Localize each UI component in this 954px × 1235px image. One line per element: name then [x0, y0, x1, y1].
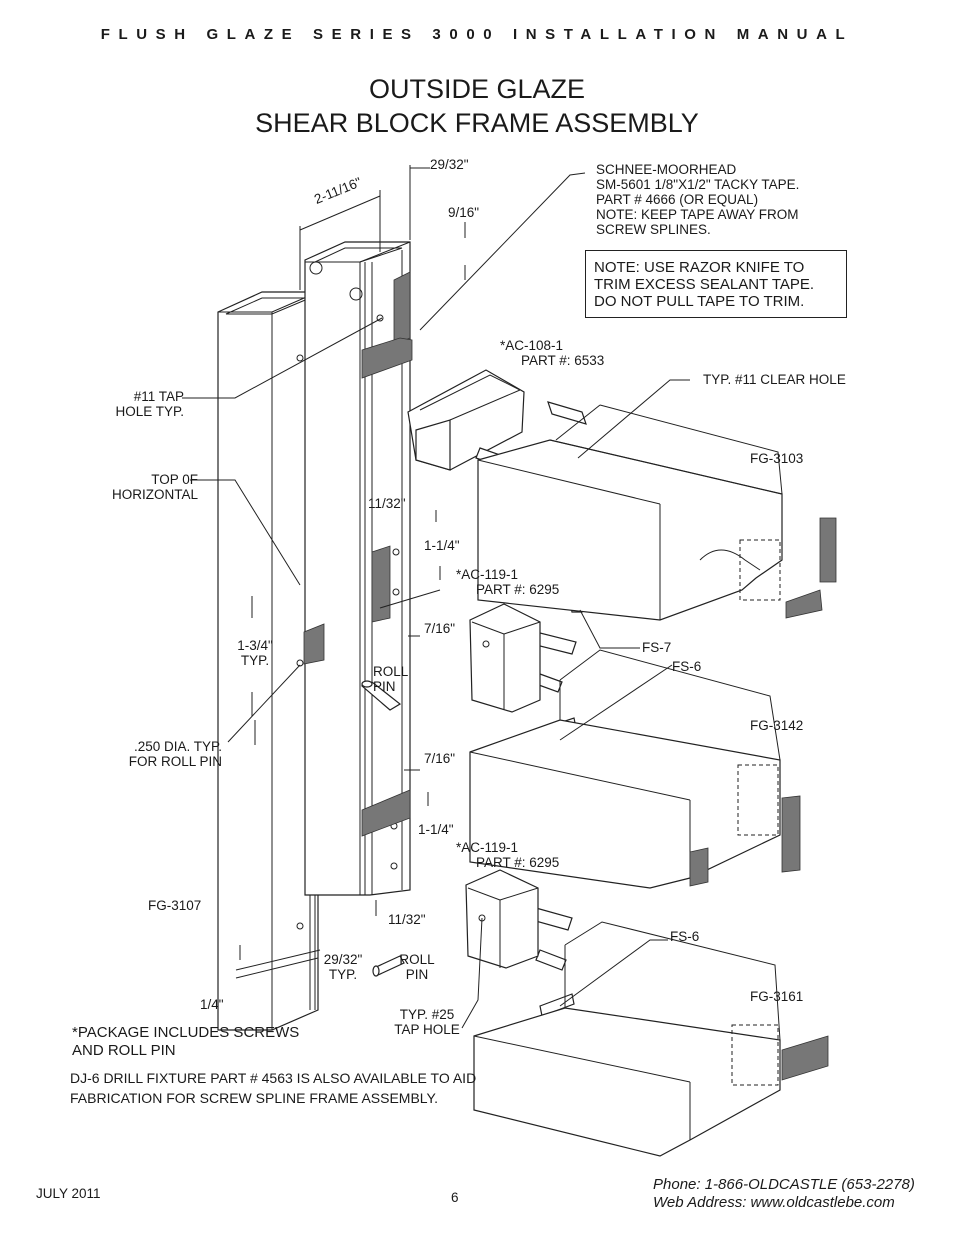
dim-7-16-a: 7/16" — [424, 621, 456, 636]
manual-header: FLUSH GLAZE SERIES 3000 INSTALLATION MAN… — [100, 26, 854, 43]
ac-119-1-lower-label: *AC-119-1 PART #: 6295 — [456, 840, 560, 870]
ac-119-1-upper-label: *AC-119-1 PART #: 6295 — [456, 567, 560, 597]
footer-web: Web Address: www.oldcastlebe.com — [653, 1194, 895, 1211]
roll-pin-dia-label: .250 DIA. TYP. FOR ROLL PIN — [128, 739, 222, 769]
package-note: *PACKAGE INCLUDES SCREWS AND ROLL PIN — [72, 1024, 300, 1059]
dim-1-4: 1/4" — [200, 997, 224, 1012]
footer-date: JULY 2011 — [36, 1186, 101, 1201]
fs-6-label-a: FS-6 — [672, 659, 702, 674]
dim-1-3-4: 1-3/4" TYP. — [237, 638, 273, 668]
footer-phone: Phone: 1-866-OLDCASTLE (653-2278) — [653, 1176, 915, 1193]
dim-9-16: 9/16" — [448, 205, 480, 220]
fg-3103-label: FG-3103 — [750, 451, 804, 466]
dim-1-1-4-top: 1-1/4" — [424, 538, 460, 553]
tap-hole-25-label: TYP. #25 TAP HOLE — [394, 1007, 460, 1037]
roll-pin-a — [360, 680, 402, 711]
roll-pin-label-b: ROLL PIN — [399, 952, 435, 982]
roll-pin-label-a: ROLL PIN — [373, 664, 409, 694]
fg-3107-label: FG-3107 — [148, 898, 202, 913]
drill-fixture-note: DJ-6 DRILL FIXTURE PART # 4563 IS ALSO A… — [70, 1070, 477, 1106]
mullion-right-tube — [296, 241, 411, 930]
horizontal-fg-3161 — [473, 921, 781, 1157]
razor-knife-note: NOTE: USE RAZOR KNIFE TO TRIM EXCESS SEA… — [585, 250, 847, 318]
dim-11-32-bottom: 11/32" — [388, 912, 426, 927]
fg-3161-label: FG-3161 — [750, 989, 804, 1004]
dimension-lines — [235, 165, 466, 995]
fg-3142-label: FG-3142 — [750, 718, 804, 733]
clear-hole-label: TYP. #11 CLEAR HOLE — [703, 372, 846, 387]
page-title-line-1: OUTSIDE GLAZE — [368, 74, 586, 104]
dim-7-16-b: 7/16" — [424, 751, 456, 766]
fs-6-label-b: FS-6 — [670, 929, 700, 944]
shear-block-ac-119-1-lower — [465, 869, 539, 969]
horizontal-fg-3142 — [469, 649, 781, 889]
ac-108-1-label: *AC-108-1 PART #: 6533 — [500, 338, 605, 368]
shear-block-ac-119-1-upper — [469, 603, 541, 713]
top-of-horizontal-label: TOP 0F HORIZONTAL — [111, 472, 198, 502]
shear-block-ac-108-1 — [407, 369, 525, 471]
dim-1-1-4-b: 1-1/4" — [418, 822, 454, 837]
page-title-line-2: SHEAR BLOCK FRAME ASSEMBLY — [255, 108, 699, 138]
page-number: 6 — [451, 1190, 459, 1205]
fs-7-label: FS-7 — [642, 640, 672, 655]
dim-29-32: 29/32" — [430, 157, 469, 172]
horizontal-fg-3103 — [477, 404, 783, 621]
roll-pin-b — [372, 955, 405, 977]
tap-hole-label: #11 TAP HOLE TYP. — [115, 389, 184, 419]
dim-11-32-top: 11/32" — [368, 496, 406, 511]
tape-callout: SCHNEE-MOORHEAD SM-5601 1/8"X1/2" TACKY … — [596, 162, 800, 237]
dim-29-32-typ: 29/32" TYP. — [323, 952, 363, 982]
leader-lines — [182, 172, 690, 1029]
